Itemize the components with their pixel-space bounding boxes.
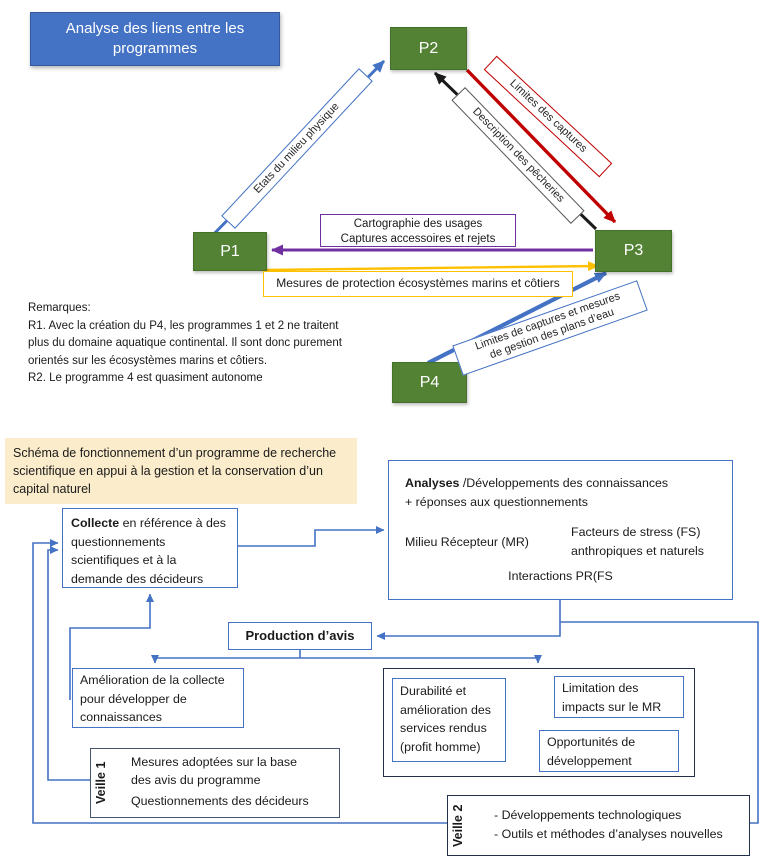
node-p2-label: P2 bbox=[418, 39, 439, 57]
analyses-milieu-recepteur: Milieu Récepteur (MR) bbox=[405, 535, 529, 549]
amelioration-box: Amélioration de la collecte pour dévelop… bbox=[72, 668, 244, 728]
veille2-line1: - Développements technologiques bbox=[494, 808, 682, 822]
node-p4-label: P4 bbox=[419, 373, 440, 391]
flowchart-caption: Schéma de fonctionnement d’un programme … bbox=[5, 438, 357, 504]
link-production-stem bbox=[155, 650, 538, 659]
edge-label-cartographie: Cartographie des usages Captures accesso… bbox=[320, 214, 516, 247]
edge-label-limites-captures: Limites des captures bbox=[483, 55, 613, 178]
edge-label-etats-milieu: Etats du milieu physique bbox=[221, 68, 373, 229]
veille2-box: Veille 2 - Développements technologiques… bbox=[447, 795, 750, 856]
veille1-line1: Mesures adoptées sur la base des avis du… bbox=[131, 755, 297, 787]
remarks-line: plus du domaine aquatique continental. I… bbox=[28, 337, 342, 349]
veille1-box: Veille 1 Mesures adoptées sur la base de… bbox=[90, 748, 340, 818]
analyses-facteurs-stress: Facteurs de stress (FS) anthropiques et … bbox=[571, 525, 704, 558]
veille2-line2: - Outils et méthodes d’analyses nouvelle… bbox=[494, 827, 723, 841]
veille2-label: Veille 2 bbox=[451, 804, 465, 847]
services-container-box: Durabilité et amélioration des services … bbox=[383, 668, 695, 777]
edge-label-mesures-protection: Mesures de protection écosystèmes marins… bbox=[263, 271, 573, 297]
collecte-lead: Collecte bbox=[71, 516, 120, 530]
collecte-box: Collecte en référence à des questionneme… bbox=[62, 508, 238, 588]
collecte-rest: en référence à des questionnements scien… bbox=[71, 516, 226, 586]
durabilite-box: Durabilité et amélioration des services … bbox=[392, 678, 506, 762]
analyses-line1: /Développements des connaissances bbox=[459, 476, 669, 490]
link-analyses-to-production bbox=[376, 600, 561, 640]
remarks-line: R1. Avec la création du P4, les programm… bbox=[28, 319, 339, 332]
veille1-label: Veille 1 bbox=[94, 761, 108, 805]
edge-label-cartographie-line1: Cartographie des usages bbox=[353, 218, 483, 230]
link-collecte-to-analyses bbox=[238, 526, 385, 547]
analyses-interactions: Interactions PR(FS bbox=[508, 569, 613, 583]
edge-label-description-pecheries: Description des pêcheries bbox=[451, 87, 585, 224]
remarks-block: Remarques: R1. Avec la création du P4, l… bbox=[28, 300, 342, 388]
arrow-p1-to-p3 bbox=[265, 261, 599, 272]
node-p2: P2 bbox=[390, 27, 467, 70]
remarks-line: Remarques: bbox=[28, 302, 91, 314]
analyses-box: Analyses /Développements des connaissanc… bbox=[388, 460, 733, 600]
remarks-line: orientés sur les écosystèmes marins et c… bbox=[28, 354, 268, 367]
analyses-lead: Analyses bbox=[405, 476, 460, 490]
limitation-box: Limitation des impacts sur le MR bbox=[554, 676, 684, 718]
diagram-title: Analyse des liens entre les programmes bbox=[30, 12, 280, 66]
node-p1-label: P1 bbox=[220, 242, 240, 260]
veille1-line2: Questionnements des décideurs bbox=[131, 794, 309, 808]
node-p1: P1 bbox=[193, 232, 267, 271]
analyses-line2: + réponses aux questionnements bbox=[405, 494, 588, 509]
production-avis-box: Production d’avis bbox=[228, 622, 372, 650]
remarks-line: R2. Le programme 4 est quasiment autonom… bbox=[28, 372, 263, 384]
edge-label-cartographie-line2: Captures accessoires et rejets bbox=[340, 233, 496, 245]
node-p3-label: P3 bbox=[623, 242, 644, 259]
node-p3: P3 bbox=[595, 230, 672, 272]
node-p4: P4 bbox=[392, 362, 467, 403]
opportunites-box: Opportunités de développement bbox=[539, 730, 679, 772]
